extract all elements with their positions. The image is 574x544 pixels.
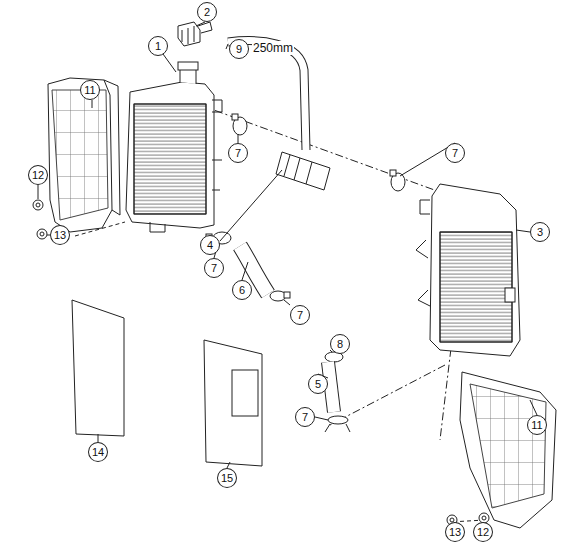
callout-number: 8	[337, 338, 343, 350]
callout-number: 12	[32, 169, 44, 181]
callout-circle: 14	[88, 442, 108, 462]
callout-circle: 3	[530, 222, 550, 242]
callout-circle: 7	[445, 143, 465, 163]
callout-number: 11	[84, 84, 95, 96]
callout-number: 1	[155, 40, 161, 52]
callout-circle: 9	[229, 39, 249, 59]
callout-circle: 12	[28, 165, 48, 185]
callout-number: 5	[315, 378, 321, 390]
callout-circle: 8	[330, 334, 350, 354]
callout-number: 4	[207, 239, 213, 251]
callout-circle: 12	[473, 522, 493, 542]
dimension-label: 250mm	[252, 41, 294, 55]
callout-circle: 7	[290, 305, 310, 325]
callout-circle: 2	[197, 2, 217, 22]
callout-number: 2	[204, 6, 210, 18]
callout-circle: 4	[200, 235, 220, 255]
callout-circle: 11	[527, 415, 547, 435]
callout-number: 13	[54, 229, 66, 241]
callout-number: 12	[477, 526, 489, 538]
callout-circle: 7	[295, 407, 315, 427]
callout-number: 11	[531, 419, 542, 431]
callout-number: 9	[236, 43, 242, 55]
callout-circle: 7	[204, 258, 224, 278]
callout-circle: 5	[308, 374, 328, 394]
callout-number: 7	[452, 147, 458, 159]
callout-number: 7	[302, 411, 308, 423]
callout-number: 6	[239, 284, 245, 296]
callout-circle: 15	[217, 468, 237, 488]
callout-number: 14	[92, 446, 104, 458]
callout-circle: 7	[228, 143, 248, 163]
callout-circle: 13	[50, 225, 70, 245]
callout-circle: 6	[232, 280, 252, 300]
callout-number: 13	[449, 526, 461, 538]
callout-circle: 1	[148, 36, 168, 56]
callout-circle: 11	[80, 80, 100, 100]
callout-number: 3	[537, 226, 543, 238]
callout-number: 7	[235, 147, 241, 159]
callout-number: 15	[221, 472, 233, 484]
callout-number: 7	[297, 309, 303, 321]
callout-circle: 13	[445, 522, 465, 542]
callout-number: 7	[211, 262, 217, 274]
